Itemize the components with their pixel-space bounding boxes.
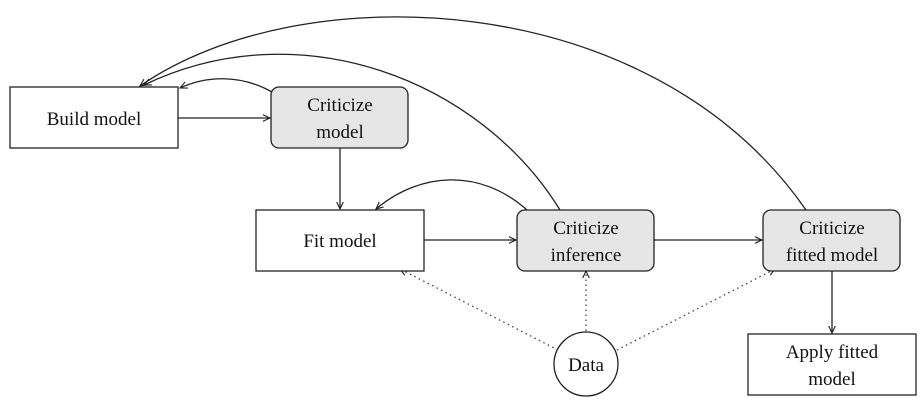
node-criticize-fitted-model-label-line2: fitted model: [786, 245, 878, 266]
node-criticize-model-label-line1: Criticize: [307, 95, 372, 116]
node-criticize-model: Criticize model: [270, 86, 409, 149]
node-criticize-fitted-model-box: [762, 209, 901, 272]
node-build-model-box: [9, 86, 179, 149]
node-data: Data: [553, 331, 619, 397]
node-criticize-inference-box: [516, 209, 655, 272]
node-fit-model: Fit model: [255, 209, 425, 272]
node-criticize-inference: Criticize inference: [516, 209, 655, 272]
node-criticize-model-box: [270, 86, 409, 149]
node-apply-fitted-model-label-line2: model: [808, 369, 856, 390]
node-criticize-inference-label-line2: inference: [551, 245, 622, 266]
edge-criticize-inference-to-fit: [376, 179, 528, 211]
node-fit-model-box: [255, 209, 425, 272]
node-build-model-label: Build model: [47, 109, 141, 130]
node-apply-fitted-model: Apply fitted model: [747, 333, 917, 396]
node-criticize-inference-label-line1: Criticize: [553, 218, 618, 239]
node-build-model: Build model: [9, 86, 179, 149]
node-data-circle: [553, 331, 619, 397]
node-criticize-fitted-model: Criticize fitted model: [762, 209, 901, 272]
edge-data-to-fit: [400, 269, 559, 351]
node-data-label: Data: [568, 355, 604, 376]
data-edges: [400, 269, 775, 351]
node-fit-model-label: Fit model: [303, 231, 376, 252]
edges: [140, 16, 832, 333]
edge-criticize-fitted-to-build: [140, 16, 807, 211]
edge-criticize-model-to-build: [180, 78, 273, 93]
node-criticize-model-label-line2: model: [316, 122, 364, 143]
edge-criticize-inference-to-build: [144, 53, 561, 211]
node-criticize-fitted-model-label-line1: Criticize: [799, 218, 864, 239]
node-apply-fitted-model-label-line1: Apply fitted: [786, 342, 879, 363]
node-apply-fitted-model-box: [747, 333, 917, 396]
